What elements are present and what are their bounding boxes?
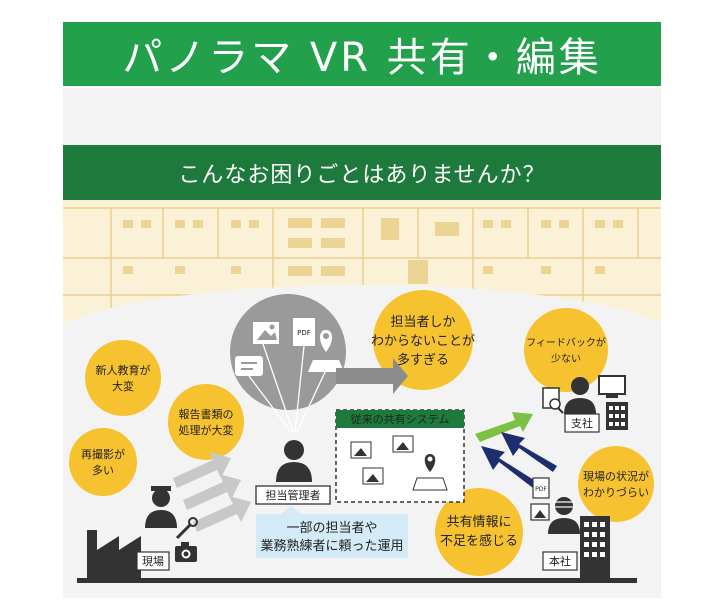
site-label: 現場 xyxy=(142,555,164,568)
head-office: PDF 本社 xyxy=(530,477,610,580)
page-title: パノラマ VR 共有・編集 xyxy=(122,35,602,81)
image-icon xyxy=(530,503,550,521)
bubble-situation: 現場の状況が わかりづらい xyxy=(578,446,654,522)
svg-text:わからないことが: わからないことが xyxy=(371,334,475,349)
svg-text:新人教育が: 新人教育が xyxy=(96,363,151,377)
svg-text:PDF: PDF xyxy=(535,486,547,493)
branch-office: 支社 xyxy=(542,375,628,433)
svg-text:再撮影が: 再撮影が xyxy=(81,447,125,461)
svg-text:フィードバックが: フィードバックが xyxy=(526,336,606,349)
head-office-label: 本社 xyxy=(549,554,571,568)
bubble-reports: 報告書類の 処理が大変 xyxy=(168,384,244,460)
svg-text:現場の状況が: 現場の状況が xyxy=(583,469,649,483)
svg-text:一部の担当者や: 一部の担当者や xyxy=(286,521,377,536)
branch-label: 支社 xyxy=(571,416,593,430)
building-icon xyxy=(606,402,628,430)
subtitle-banner: こんなお困りごとはありませんか？ xyxy=(63,145,661,201)
arrows-gray xyxy=(173,452,251,532)
legacy-system-label: 従来の共有システム xyxy=(351,412,450,426)
legacy-system-box: 従来の共有システム xyxy=(335,409,465,503)
camera-icon xyxy=(175,542,197,562)
svg-text:大変: 大変 xyxy=(112,379,134,393)
manager-person: 担当管理者 xyxy=(255,440,331,505)
arrow-green xyxy=(475,412,533,442)
svg-text:報告書類の: 報告書類の xyxy=(179,407,234,421)
arrows-navy xyxy=(481,432,557,488)
bubble-feedback: フィードバックが 少ない xyxy=(524,308,608,392)
factory-icon xyxy=(87,530,141,580)
svg-text:多すぎる: 多すぎる xyxy=(397,352,449,368)
callout-box: 一部の担当者や 業務熟練者に頼った運用 xyxy=(256,506,408,558)
bubble-reshoot: 再撮影が 多い xyxy=(69,428,137,496)
svg-text:多い: 多い xyxy=(92,463,114,477)
diagram: PDF 新人教育が 大変 報告書類の 処理が大変 再撮影が 多い xyxy=(63,200,661,583)
ground-line xyxy=(77,578,637,583)
pdf-icon: PDF xyxy=(293,318,315,346)
chat-icon xyxy=(235,356,263,376)
manager-label: 担当管理者 xyxy=(266,488,321,502)
map-pin-icon xyxy=(412,454,448,491)
page-subtitle: こんなお困りごとはありませんか？ xyxy=(178,163,546,188)
site-label-group: 現場 xyxy=(136,551,170,571)
arrow-to-system xyxy=(336,358,408,394)
information-cluster: PDF xyxy=(230,294,346,433)
monitor-icon xyxy=(598,375,626,398)
pdf-icon: PDF xyxy=(532,477,550,499)
svg-text:わかりづらい: わかりづらい xyxy=(583,486,649,499)
image-icon xyxy=(253,322,279,344)
svg-text:共有情報に: 共有情報に xyxy=(446,515,511,530)
floor-plan xyxy=(63,200,661,405)
site-worker xyxy=(145,486,198,540)
document-search-icon xyxy=(542,387,564,414)
svg-text:処理が大変: 処理が大変 xyxy=(179,423,234,437)
svg-text:担当者しか: 担当者しか xyxy=(390,315,455,330)
gallery-icon xyxy=(350,435,414,485)
svg-text:業務熟練者に頼った運用: 業務熟練者に頼った運用 xyxy=(260,538,403,554)
bubble-training: 新人教育が 大変 xyxy=(85,340,161,416)
svg-text:PDF: PDF xyxy=(297,329,311,337)
svg-text:不足を感じる: 不足を感じる xyxy=(440,533,518,549)
svg-text:少ない: 少ない xyxy=(551,353,581,365)
map-pin-icon xyxy=(308,330,344,372)
wrench-icon xyxy=(175,517,198,540)
title-banner: パノラマ VR 共有・編集 xyxy=(63,22,661,86)
building-icon xyxy=(580,516,610,580)
bubble-shortage: 共有情報に 不足を感じる xyxy=(435,488,523,576)
